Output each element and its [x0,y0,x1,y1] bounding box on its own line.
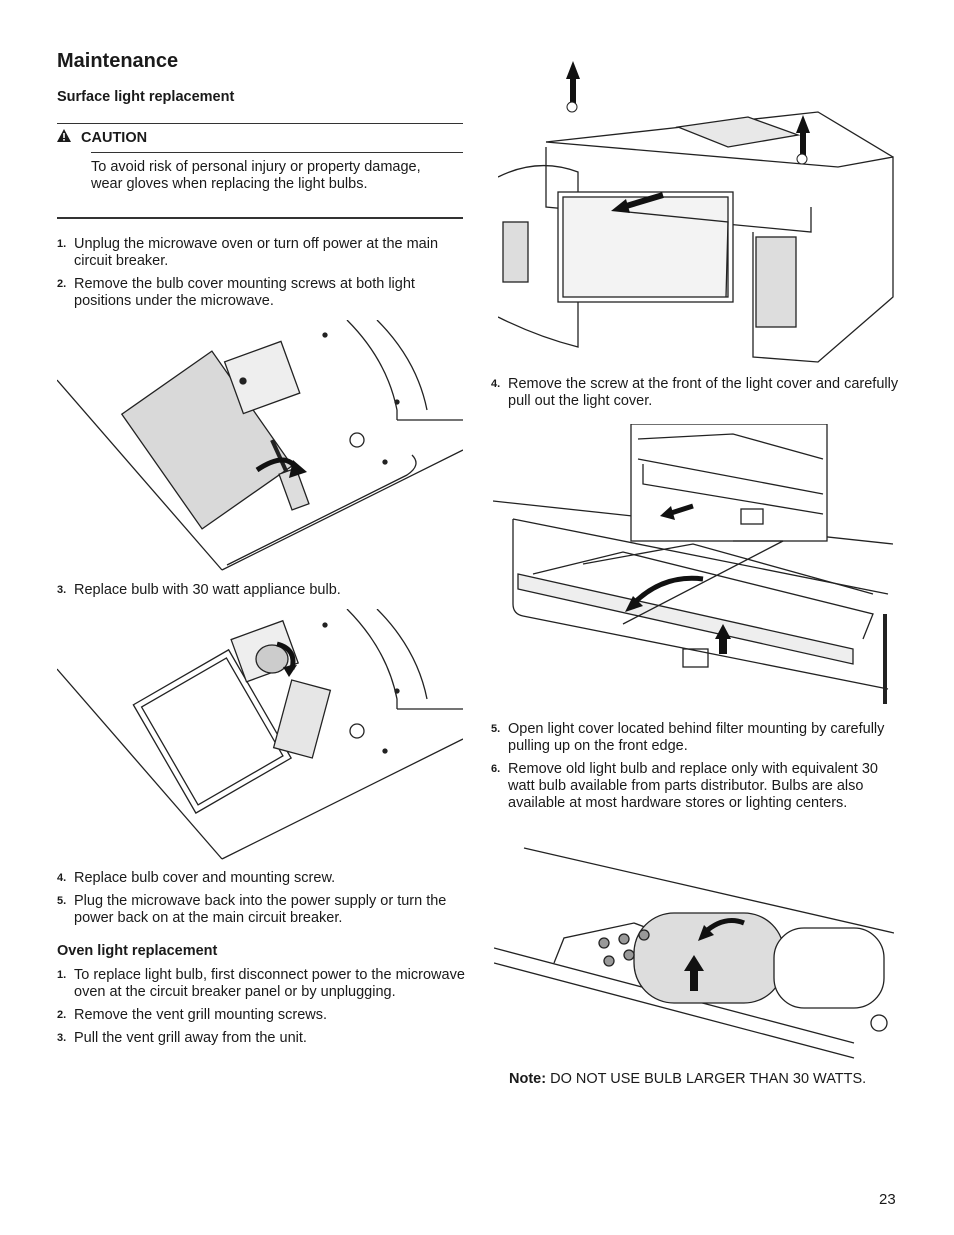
note: Note: DO NOT USE BULB LARGER THAN 30 WAT… [509,1071,866,1087]
page-title: Maintenance [57,50,179,72]
note-label: Note: [509,1071,547,1087]
list-item: 2.Remove the bulb cover mounting screws … [57,276,415,309]
vent-grill-removal-illustration [498,57,896,365]
oven-steps-1-3: 1.To replace light bulb, first disconnec… [57,967,467,1053]
oven-bulb-replace-illustration [494,843,894,1063]
list-item: 5.Plug the microwave back into the power… [57,893,447,926]
list-item: 2.Remove the vent grill mounting screws. [57,1007,328,1023]
caution-label: CAUTION [81,130,148,146]
list-item: 3.Pull the vent grill away from the unit… [57,1030,307,1046]
list-item: 3.Replace bulb with 30 watt appliance bu… [57,582,341,598]
list-item: 6.Remove old light bulb and replace only… [491,761,878,811]
oven-light-heading: Oven light replacement [57,943,218,959]
surface-light-screw-illustration [57,320,463,572]
oven-steps-5-6: 5.Open light cover located behind filter… [491,721,901,818]
surface-steps-4-5: 4.Replace bulb cover and mounting screw.… [57,870,467,933]
surface-steps-1-2: 1.Unplug the microwave oven or turn off … [57,236,467,316]
surface-light-heading: Surface light replacement [57,89,235,105]
list-item: 4.Replace bulb cover and mounting screw. [57,870,336,886]
list-item: 4.Remove the screw at the front of the l… [491,376,899,409]
caution-header: CAUTION [57,129,147,146]
surface-bulb-replace-illustration [57,609,463,861]
caution-text: To avoid risk of personal injury or prop… [91,159,421,192]
page-number: 23 [879,1191,896,1208]
list-item: 5.Open light cover located behind filter… [491,721,885,754]
caution-box: CAUTION To avoid risk of personal injury… [57,123,463,219]
light-cover-removal-illustration [493,424,893,704]
warning-triangle-icon [57,129,77,146]
note-text: DO NOT USE BULB LARGER THAN 30 WATTS. [550,1071,867,1087]
caution-divider [91,152,463,153]
surface-step-3: 3.Replace bulb with 30 watt appliance bu… [57,582,467,605]
list-item: 1.To replace light bulb, first disconnec… [57,967,465,1000]
list-item: 1.Unplug the microwave oven or turn off … [57,236,439,269]
oven-step-4: 4.Remove the screw at the front of the l… [491,376,901,416]
